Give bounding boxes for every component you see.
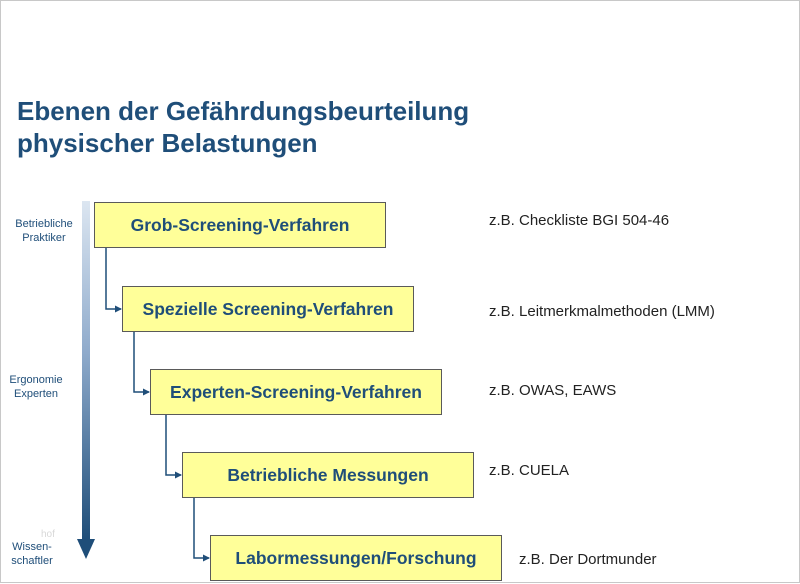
label-experts: Ergonomie Experten xyxy=(1,373,71,401)
example-grob-screening: z.B. Checkliste BGI 504-46 xyxy=(489,212,670,229)
title-line-1: Ebenen der Gefährdungsbeurteilung xyxy=(17,96,470,126)
label-practitioners: Betriebliche Praktiker xyxy=(3,217,85,245)
level-label: Experten-Screening-Verfahren xyxy=(170,381,422,402)
level-box-grob-screening: Grob-Screening-Verfahren xyxy=(94,202,386,248)
example-experten-screening: z.B. OWAS, EAWS xyxy=(489,382,617,399)
level-box-experten-screening: Experten-Screening-Verfahren xyxy=(150,369,442,415)
connector-4 xyxy=(193,498,210,562)
level-box-labormessungen: Labormessungen/Forschung xyxy=(210,535,502,581)
level-box-spezielle-screening: Spezielle Screening-Verfahren xyxy=(122,286,414,332)
level-box-betriebliche-messungen: Betriebliche Messungen xyxy=(182,452,474,498)
title-line-2: physischer Belastungen xyxy=(17,128,318,158)
label-practitioners-line-2: Praktiker xyxy=(22,232,66,244)
connector-2 xyxy=(133,332,150,396)
example-spezielle-screening: z.B. Leitmerkmalmethoden (LMM) xyxy=(489,303,715,320)
level-label: Grob-Screening-Verfahren xyxy=(130,214,350,235)
label-experts-line-1: Ergonomie xyxy=(9,374,63,386)
hierarchy-axis-arrow xyxy=(77,201,95,559)
connector-3 xyxy=(165,415,182,479)
example-labormessungen: z.B. Der Dortmunder xyxy=(519,551,657,568)
level-label: Betriebliche Messungen xyxy=(227,464,429,485)
connector-1 xyxy=(105,248,122,313)
level-label: Spezielle Screening-Verfahren xyxy=(142,298,394,319)
label-scientists: Wissen- schaftler xyxy=(1,540,63,568)
slide-title: Ebenen der Gefährdungsbeurteilung physis… xyxy=(17,95,469,159)
example-betriebliche-messungen: z.B. CUELA xyxy=(489,462,570,479)
label-practitioners-line-1: Betriebliche xyxy=(15,218,73,230)
level-label: Labormessungen/Forschung xyxy=(235,547,477,568)
watermark: hof xyxy=(41,529,55,540)
label-experts-line-2: Experten xyxy=(13,388,59,400)
label-scientists-line-1: Wissen- xyxy=(12,541,52,553)
label-scientists-line-2: schaftler xyxy=(11,555,53,567)
